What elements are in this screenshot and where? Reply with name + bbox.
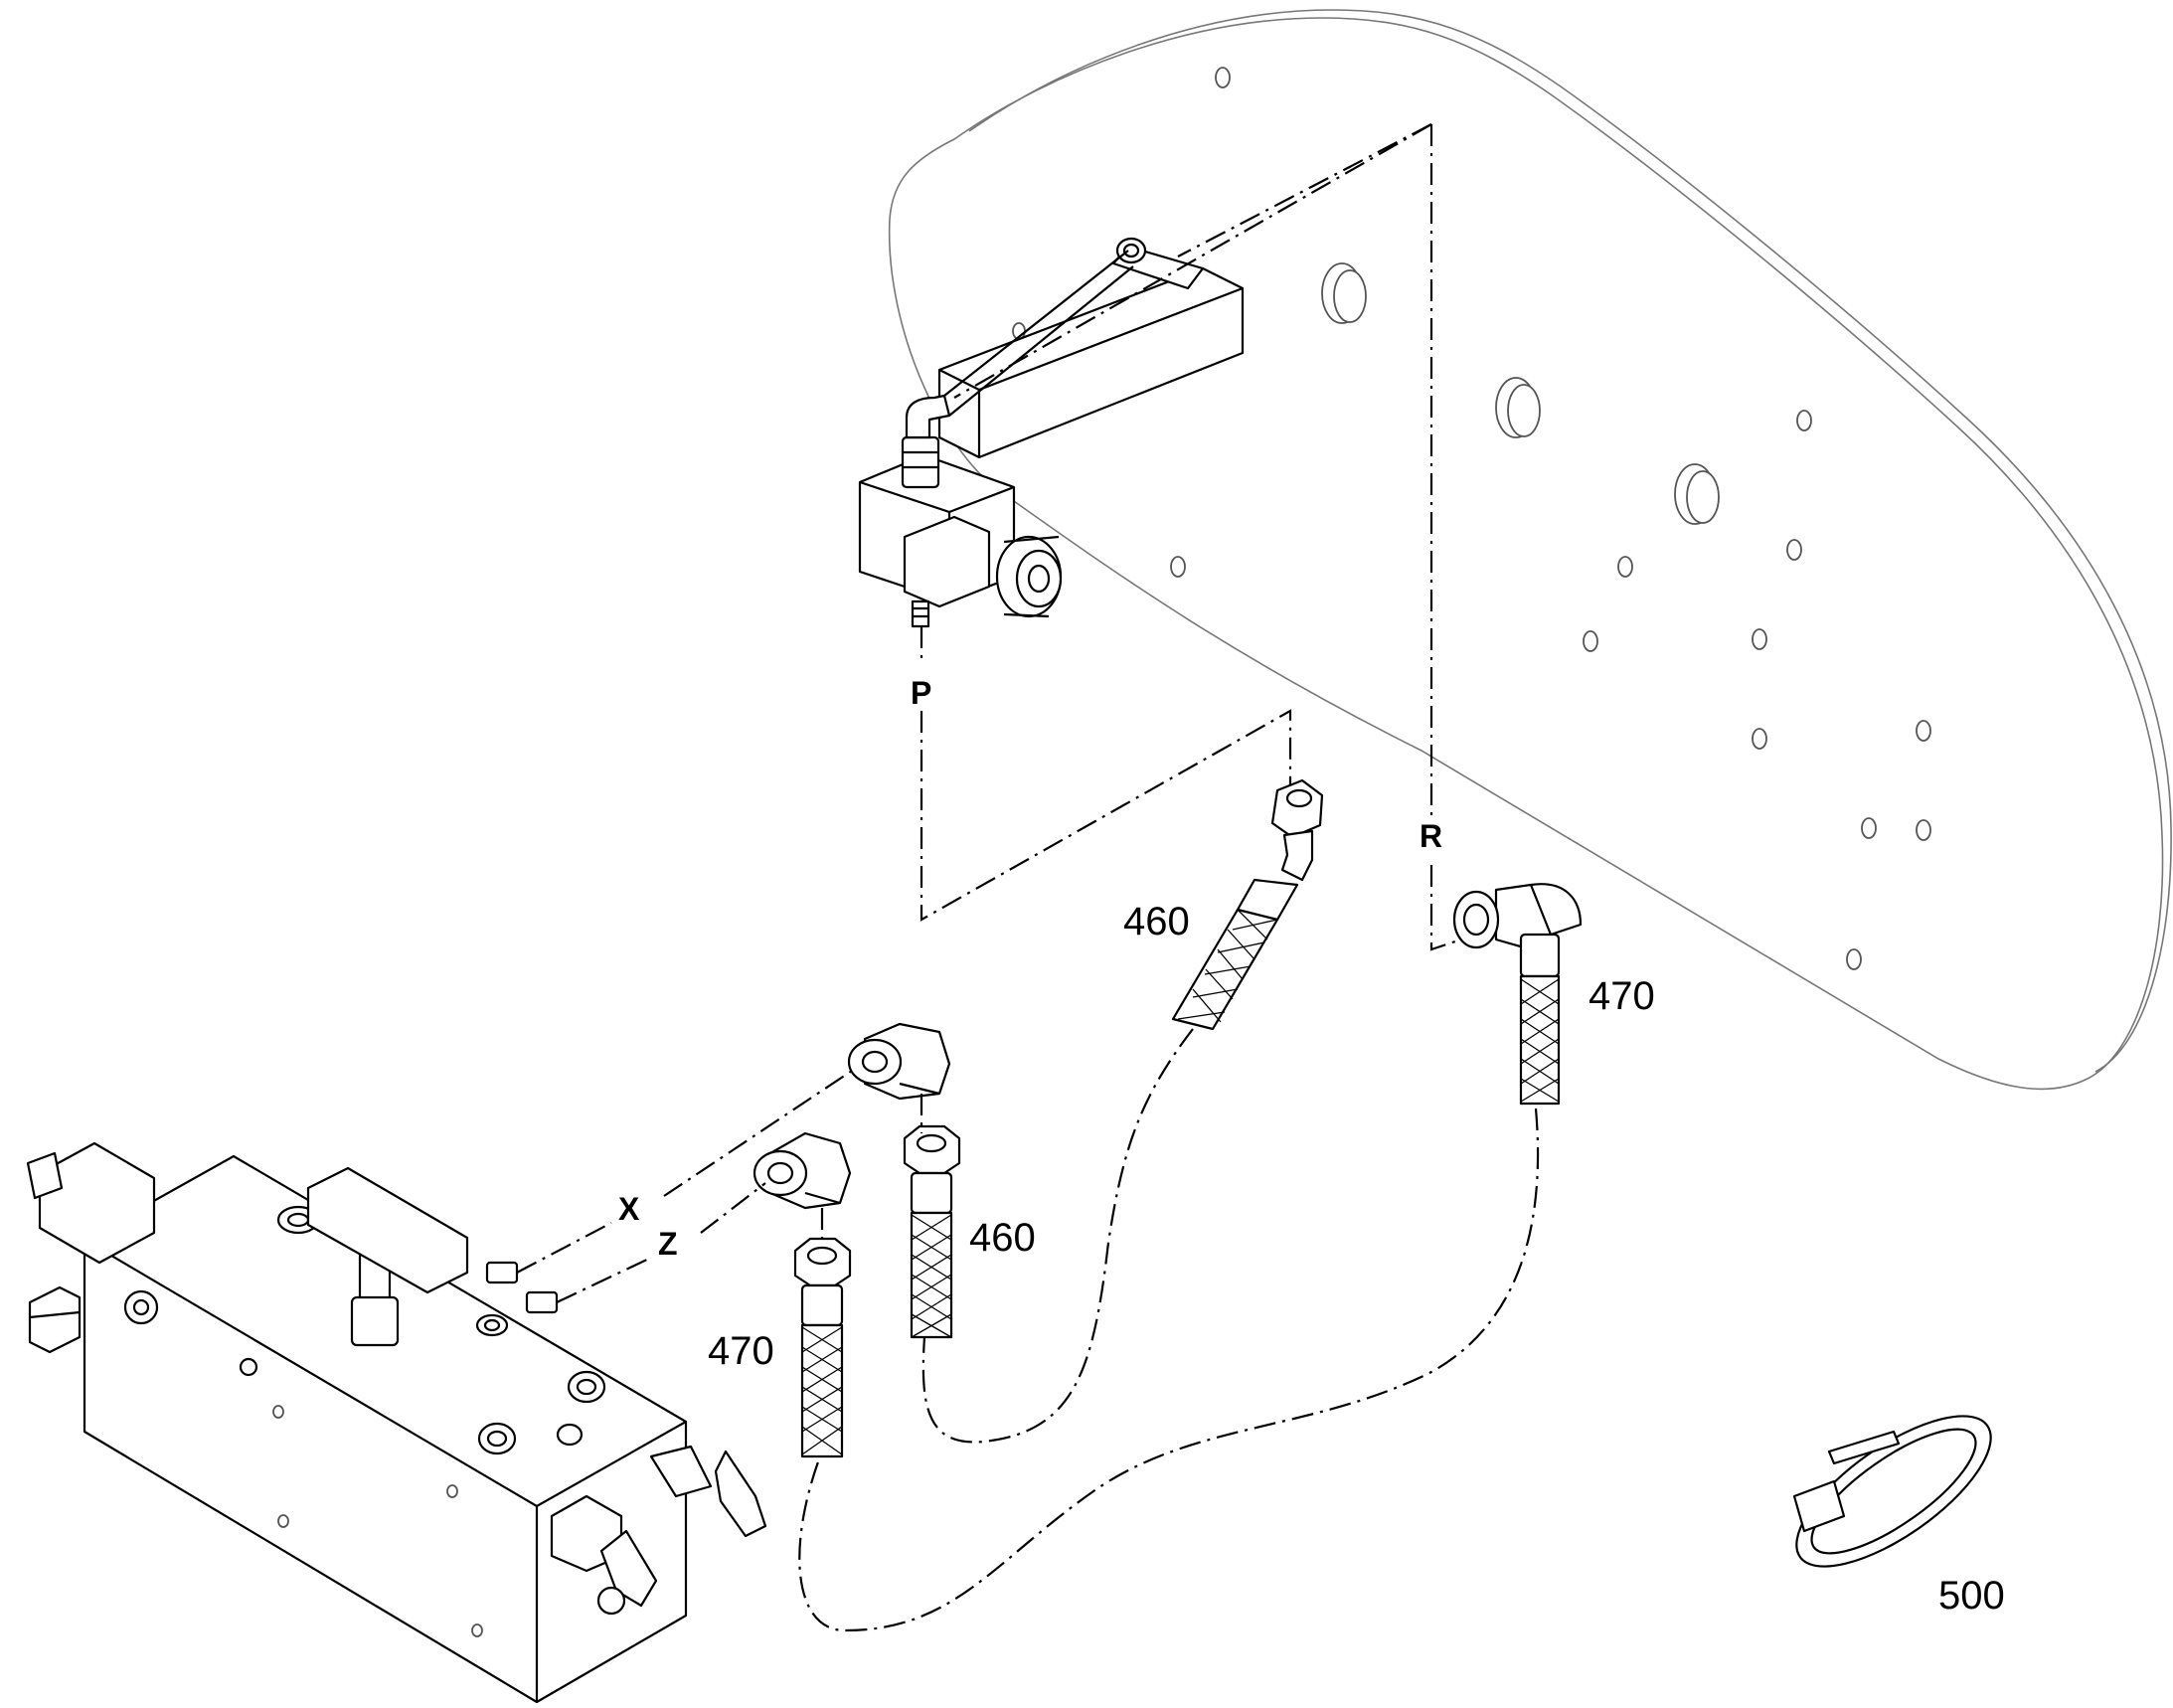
hose-clamp-500 [1792, 1415, 1992, 1568]
plate-hole [1752, 628, 1767, 650]
part-label-460-lower: 460 [969, 1216, 1036, 1260]
port-label-r: R [1420, 818, 1442, 854]
plate-hole [1170, 556, 1186, 578]
plate-hole [1583, 630, 1598, 652]
plate-hole [1796, 410, 1812, 431]
elbow-fitting-x [847, 1022, 951, 1101]
plate-hole [1507, 384, 1541, 437]
plate-hole [1846, 948, 1862, 970]
plate-hole [1786, 539, 1802, 561]
part-label-470-upper: 470 [1588, 974, 1655, 1018]
hose-470-lower [793, 1237, 852, 1458]
valve-manifold [26, 1141, 767, 1704]
plate-hole [1617, 556, 1633, 578]
port-label-z: Z [658, 1226, 678, 1262]
hose-470-upper [1452, 883, 1583, 1106]
mounting-plate [888, 9, 2172, 1091]
connection-centerlines [516, 123, 1540, 1632]
plate-hole [1916, 720, 1931, 742]
plate-hole [1861, 817, 1877, 839]
part-label-460-upper: 460 [1123, 900, 1190, 943]
part-label-500: 500 [1938, 1574, 2005, 1618]
hose-460-lower [903, 1124, 961, 1339]
plate-hole [1215, 67, 1231, 88]
port-label-p: P [911, 675, 931, 711]
plate-hole [1752, 728, 1767, 750]
plate-hole [1916, 819, 1931, 841]
plate-hole [1686, 470, 1720, 524]
port-label-x: X [618, 1191, 640, 1227]
pilot-valve-assembly [858, 237, 1245, 628]
part-label-470-lower: 470 [708, 1329, 774, 1373]
hose-460-upper [1171, 778, 1324, 1031]
plate-hole [1333, 269, 1367, 323]
elbow-fitting-z [752, 1131, 852, 1210]
